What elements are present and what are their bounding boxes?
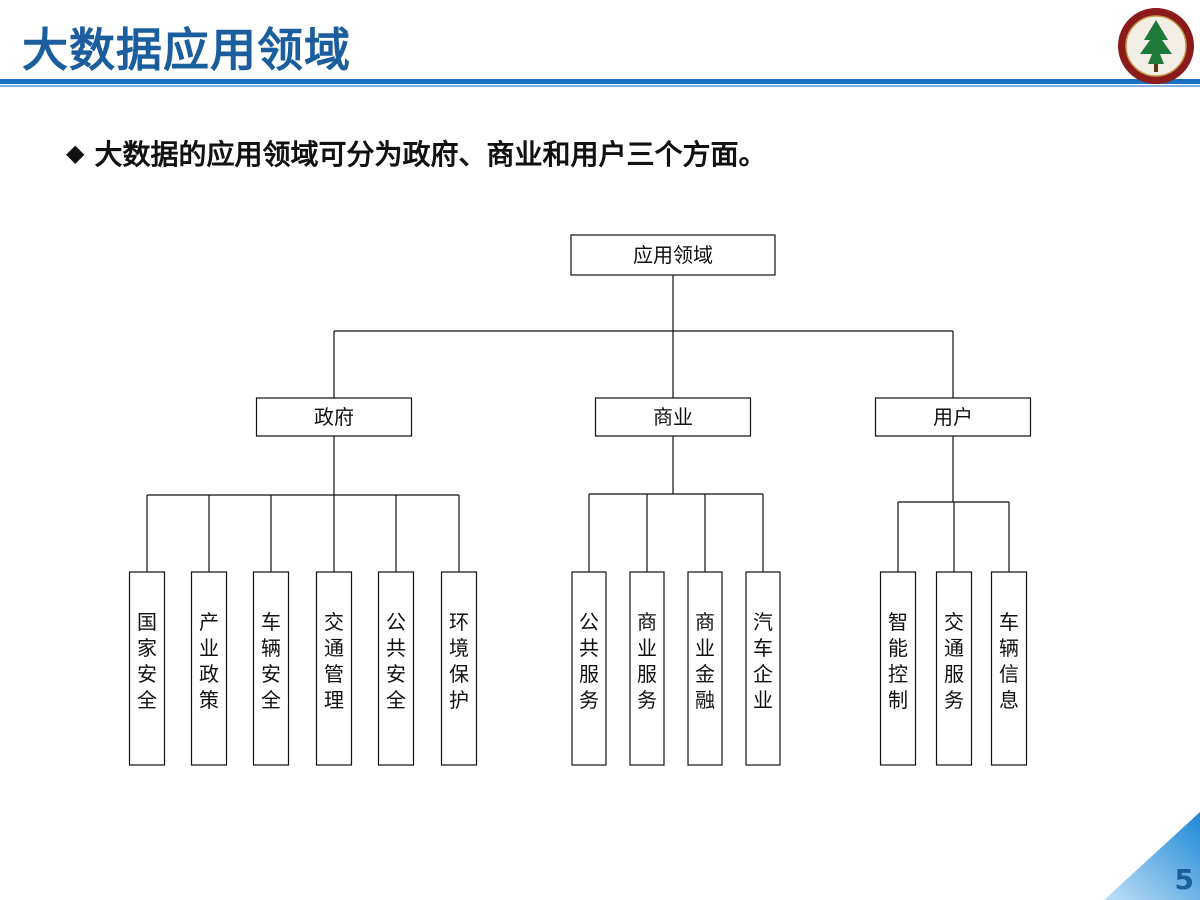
leaf-node-label: 交通管理 bbox=[324, 610, 344, 712]
title-rule-thin bbox=[0, 85, 1200, 87]
bullet-point: ◆ 大数据的应用领域可分为政府、商业和用户三个方面。 bbox=[66, 133, 766, 173]
leaf-node bbox=[879, 571, 917, 766]
root-node-label: 应用领域 bbox=[633, 243, 713, 267]
branch-node-label: 用户 bbox=[933, 405, 973, 429]
leaf-node-label: 商业金融 bbox=[695, 610, 715, 712]
leaf-node bbox=[128, 571, 166, 766]
leaf-node-label: 汽车企业 bbox=[753, 610, 773, 712]
leaf-node-label: 商业服务 bbox=[637, 610, 657, 712]
leaf-node-label: 环境保护 bbox=[449, 610, 469, 712]
leaf-node-label: 车辆信息 bbox=[999, 610, 1019, 712]
page-number: 5 bbox=[1174, 863, 1194, 896]
leaf-node bbox=[440, 571, 478, 766]
leaf-node bbox=[935, 571, 973, 766]
corner-decoration bbox=[1104, 812, 1200, 900]
slide-title: 大数据应用领域 bbox=[22, 23, 351, 77]
leaf-node-label: 公共服务 bbox=[579, 610, 599, 712]
leaf-node bbox=[745, 571, 781, 766]
bullet-text: 大数据的应用领域可分为政府、商业和用户三个方面。 bbox=[94, 138, 767, 171]
diamond-bullet-icon: ◆ bbox=[66, 139, 85, 167]
leaf-node bbox=[252, 571, 290, 766]
branch-node-label: 政府 bbox=[314, 405, 354, 429]
leaf-node bbox=[687, 571, 723, 766]
branch-node-label: 商业 bbox=[653, 405, 693, 429]
leaf-node bbox=[571, 571, 607, 766]
leaf-node-label: 公共安全 bbox=[386, 610, 406, 712]
branch-node bbox=[874, 397, 1032, 437]
leaf-node-label: 车辆安全 bbox=[261, 610, 281, 712]
leaf-node-label: 产业政策 bbox=[199, 610, 219, 712]
leaf-node-label: 智能控制 bbox=[888, 610, 908, 712]
leaf-node bbox=[990, 571, 1028, 766]
leaf-node bbox=[190, 571, 228, 766]
school-seal-icon bbox=[1118, 8, 1194, 84]
title-rule bbox=[0, 79, 1200, 84]
branch-node bbox=[594, 397, 752, 437]
leaf-node bbox=[315, 571, 353, 766]
leaf-node bbox=[629, 571, 665, 766]
leaf-node-label: 国家安全 bbox=[137, 610, 157, 712]
branch-node bbox=[255, 397, 413, 437]
leaf-node bbox=[377, 571, 415, 766]
leaf-node-label: 交通服务 bbox=[944, 610, 964, 712]
root-node bbox=[570, 234, 776, 276]
